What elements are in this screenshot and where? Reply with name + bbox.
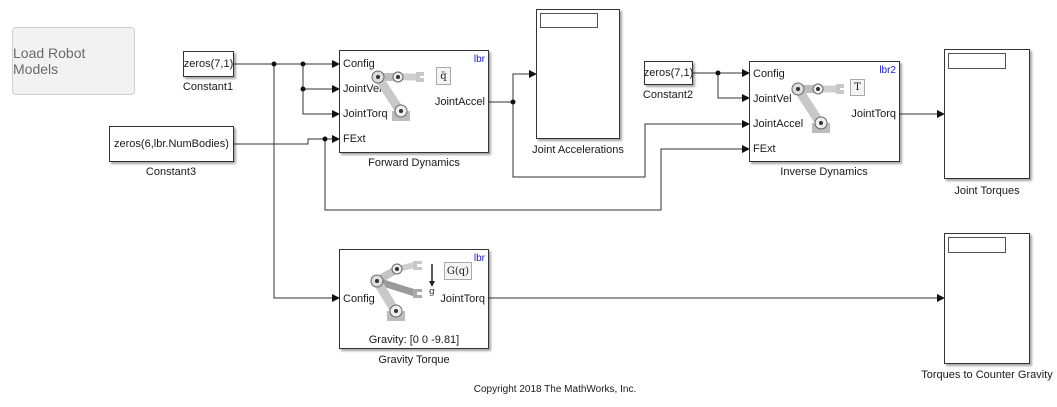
robot-arm-gravity-icon <box>370 261 435 321</box>
copyright-text: Copyright 2018 The MathWorks, Inc. <box>473 384 637 395</box>
scope-screen <box>540 13 598 28</box>
port-config: Config <box>753 68 785 80</box>
robot-arm-icon <box>371 70 424 121</box>
junction-dot <box>510 99 516 105</box>
torques-counter-gravity-scope[interactable] <box>944 233 1030 364</box>
torques-counter-gravity-label: Torques to Counter Gravity <box>921 369 1053 381</box>
wire-fext-to-id <box>324 139 750 211</box>
port-config: Config <box>343 293 375 305</box>
gravity-torque-block[interactable]: lbr Config JointTorq g G(q) Gravity: [0 … <box>339 249 489 349</box>
port-fext: FExt <box>753 143 776 155</box>
scope-screen <box>948 53 1006 69</box>
forward-dynamics-label: Forward Dynamics <box>368 157 460 169</box>
port-jointvel: JointVel <box>343 83 382 95</box>
robot-tag: lbr2 <box>879 65 896 76</box>
constant2-value: zeros(7,1) <box>643 67 694 79</box>
inverse-dynamics-block[interactable]: lbr2 Config JointVel JointAccel FExt Joi… <box>749 61 900 162</box>
joint-torques-label: Joint Torques <box>954 185 1020 197</box>
junction-dot <box>271 61 277 67</box>
accel-symbol-icon: q̈ <box>436 67 451 85</box>
constant2-label: Constant2 <box>642 89 694 101</box>
constant1-value: zeros(7,1) <box>183 58 234 70</box>
scope-screen <box>948 237 1006 253</box>
wire-constant1-jointvel <box>302 64 340 93</box>
constant1-label: Constant1 <box>182 81 234 93</box>
port-jointtorq: JointTorq <box>851 108 896 120</box>
robot-tag: lbr <box>473 253 485 264</box>
port-jointaccel: JointAccel <box>753 118 804 130</box>
junction-dot <box>300 61 306 67</box>
constant3-label: Constant3 <box>145 166 197 178</box>
port-jointaccel: JointAccel <box>434 96 485 108</box>
port-fext: FExt <box>343 133 366 145</box>
gravity-symbol: g <box>429 287 435 297</box>
torque-symbol-icon: T <box>850 79 865 96</box>
constant3-block[interactable]: zeros(6,lbr.NumBodies) <box>109 126 234 162</box>
wire-jointaccel-id <box>512 102 750 178</box>
joint-torques-scope[interactable] <box>944 49 1030 179</box>
gravity-torque-label: Gravity Torque <box>378 354 450 366</box>
port-jointtorq: JointTorq <box>440 293 485 305</box>
junction-dot <box>322 136 328 142</box>
joint-accelerations-scope[interactable] <box>536 9 620 139</box>
port-config: Config <box>343 58 375 70</box>
joint-accelerations-label: Joint Accelerations <box>532 144 624 156</box>
forward-dynamics-block[interactable]: lbr Config JointVel JointTorq FExt Joint… <box>339 50 489 153</box>
port-jointtorq: JointTorq <box>343 108 388 120</box>
load-robot-models-button[interactable]: Load Robot Models <box>12 27 135 95</box>
constant1-block[interactable]: zeros(7,1) <box>183 51 234 77</box>
robot-arm-icon <box>791 82 844 133</box>
gravity-value: Gravity: [0 0 -9.81] <box>368 334 460 346</box>
junction-dot <box>300 86 306 92</box>
wire-constant2-jointvel <box>717 73 750 102</box>
wire-constant1-jointtorq <box>302 89 340 118</box>
junction-dot <box>715 70 721 76</box>
inverse-dynamics-label: Inverse Dynamics <box>780 166 868 178</box>
constant2-block[interactable]: zeros(7,1) <box>644 61 693 85</box>
wire-constant1-gravity-config <box>273 64 340 302</box>
port-jointvel: JointVel <box>753 93 792 105</box>
constant3-value: zeros(6,lbr.NumBodies) <box>114 138 229 150</box>
wire-jointaccel-scope <box>489 70 537 103</box>
gravity-function-symbol-icon: G(q) <box>444 262 472 280</box>
robot-tag: lbr <box>473 54 485 65</box>
